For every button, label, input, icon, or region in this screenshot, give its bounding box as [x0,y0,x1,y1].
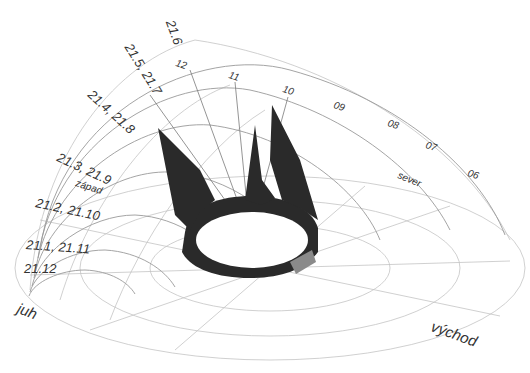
hour-label: 12 [174,58,188,71]
date-label: 21.5, 21.7 [122,41,164,97]
horizon-ellipse [15,176,525,360]
mask-spike [270,105,318,220]
hour-label: 08 [386,118,400,131]
horizon-mask [158,105,318,278]
direction-label: juh [15,300,39,321]
date-label: 21.2, 21.10 [35,196,101,222]
grid [15,40,525,360]
sun-paths [29,65,505,296]
date-label: 21.4, 21.8 [86,88,138,136]
mask-hole [196,212,308,268]
direction-label: východ [429,318,479,348]
mask-spike [245,125,275,205]
mask-spike [158,128,215,230]
hour-label: 09 [332,100,346,113]
date-label: 21.12 [24,262,57,275]
direction-label: sever [396,170,422,188]
hour-label: 07 [424,140,438,153]
date-label: 21.1, 21.11 [26,238,91,255]
hour-label: 11 [227,70,240,83]
date-label: 21.6 [164,18,185,46]
mask-facet [290,250,316,274]
hour-label: 06 [466,168,480,181]
azimuth-line [175,186,365,350]
hour-label: 10 [281,84,295,97]
